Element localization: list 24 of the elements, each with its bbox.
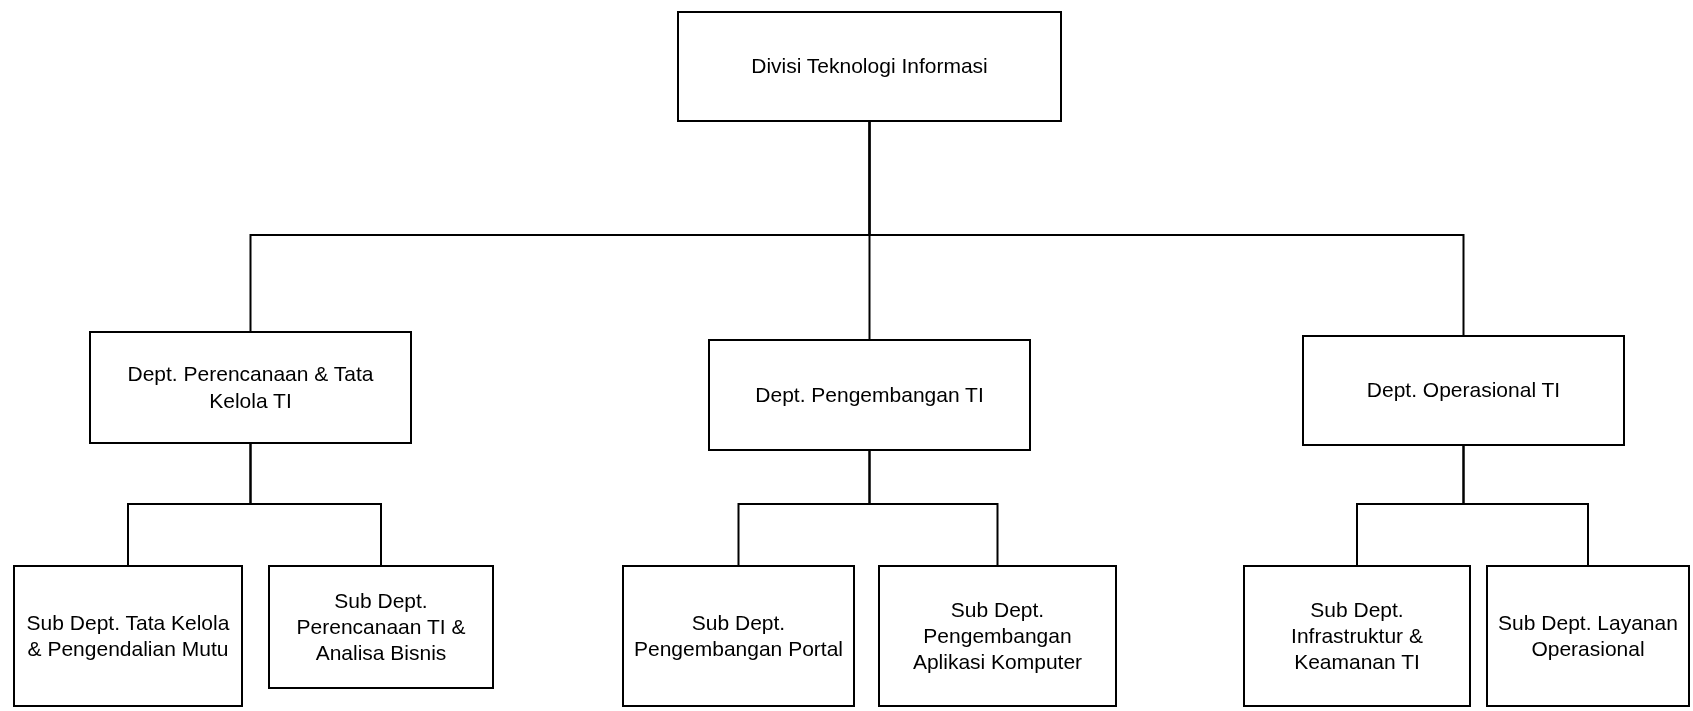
org-box xyxy=(708,339,1031,451)
org-label: Dept. Pengembangan TI xyxy=(755,381,984,408)
org-box xyxy=(1486,565,1690,707)
org-box xyxy=(268,565,494,689)
org-label: Sub Dept. Pengembangan Portal xyxy=(633,609,844,662)
org-box xyxy=(677,11,1062,122)
org-box xyxy=(622,565,855,707)
org-box xyxy=(878,565,1117,707)
org-label: Dept. Operasional TI xyxy=(1366,377,1561,404)
connector-line xyxy=(868,121,1465,336)
org-label: Dept. Perencanaan & Tata Kelola TI xyxy=(126,361,375,414)
org-label: Divisi Teknologi Informasi xyxy=(751,53,988,80)
org-label: Sub Dept. Layanan Operasional xyxy=(1497,609,1679,662)
org-label: Sub Dept. Infrastruktur & Keamanan TI xyxy=(1290,596,1424,676)
org-label: Sub Dept. Tata Kelola & Pengendalian Mutu xyxy=(25,609,231,662)
org-box xyxy=(1243,565,1471,707)
connector-line xyxy=(1462,445,1589,566)
org-box xyxy=(1302,335,1625,446)
org-box xyxy=(13,565,243,707)
org-box xyxy=(89,331,412,444)
org-label: Sub Dept. Pengembangan Aplikasi Komputer xyxy=(911,596,1084,676)
connector-line xyxy=(249,443,382,566)
org-label: Sub Dept. Perencanaan TI & Analisa Bisnis xyxy=(295,587,467,667)
connector-line xyxy=(868,450,999,566)
